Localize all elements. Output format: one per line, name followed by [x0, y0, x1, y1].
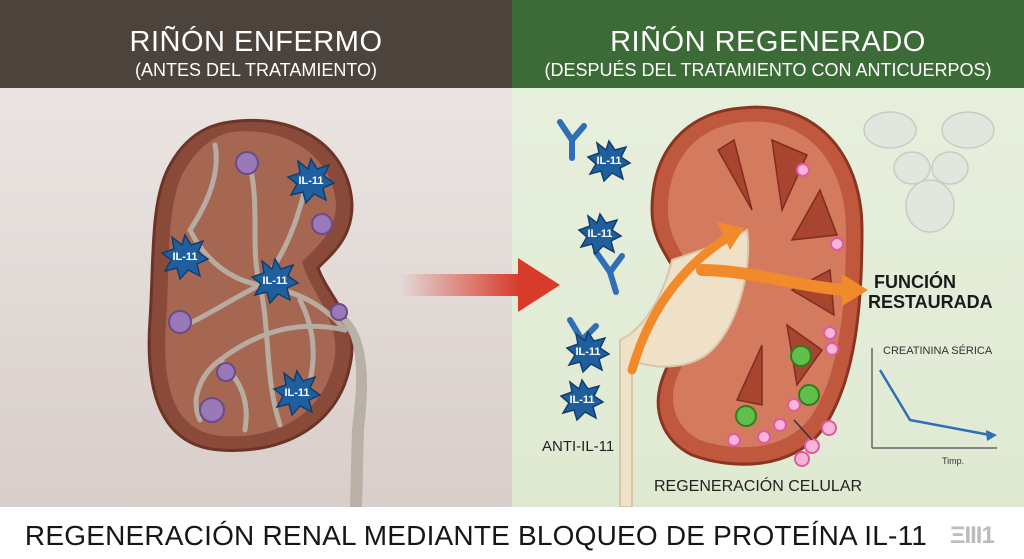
il11-label-left-2: IL-11: [172, 251, 198, 263]
left-header: RIÑÓN ENFERMO (ANTES DEL TRATAMIENTO): [0, 0, 512, 88]
il11-label-left-4: IL-11: [284, 387, 310, 399]
il11-label-left-1: IL-11: [298, 175, 324, 187]
right-header: RIÑÓN REGENERADO (DESPUÉS DEL TRATAMIENT…: [512, 0, 1024, 88]
right-title: RIÑÓN REGENERADO: [610, 26, 926, 58]
ureter: [340, 318, 367, 507]
stem-cells: [735, 345, 820, 427]
regeneration-label: REGENERACIÓN CELULAR: [654, 478, 863, 495]
diseased-kidney-panel: RIÑÓN ENFERMO (ANTES DEL TRATAMIENTO): [0, 0, 512, 507]
function-label-line1: FUNCIÓN: [874, 272, 956, 292]
left-subtitle: (ANTES DEL TRATAMIENTO): [134, 60, 378, 80]
flow-arrow-main: [696, 264, 858, 296]
creatinine-line: [878, 369, 991, 437]
function-label-line2: RESTAURADA: [868, 292, 993, 312]
left-title: RIÑÓN ENFERMO: [129, 26, 383, 58]
flow-arrow-head: [842, 274, 868, 306]
footer-banner: REGENERACIÓN RENAL MEDIANTE BLOQUEO DE P…: [0, 507, 1024, 559]
footer-title: REGENERACIÓN RENAL MEDIANTE BLOQUEO DE P…: [24, 520, 928, 551]
flow-arrow-up: [627, 233, 732, 375]
graph-title: CREATININA SÉRICA: [883, 345, 993, 357]
regenerated-kidney-illustration: [557, 105, 997, 507]
il11-label-right-2: IL-11: [587, 228, 613, 240]
regenerating-cells: [727, 163, 844, 467]
footer-watermark: ΞΙΙΙ1: [950, 522, 995, 549]
il11-label-left-3: IL-11: [262, 275, 288, 287]
regenerated-kidney-panel: RIÑÓN REGENERADO (DESPUÉS DEL TRATAMIENT…: [512, 0, 1024, 507]
left-badges-layer: [161, 158, 335, 416]
il11-label-right-3: IL-11: [575, 346, 601, 358]
graph-xlabel: Timp.: [942, 456, 965, 466]
creatinine-graph: [871, 348, 997, 449]
anti-il11-label: ANTI-IL-11: [542, 438, 615, 455]
right-badges-layer: [560, 140, 631, 421]
il11-label-right-4: IL-11: [569, 394, 595, 406]
cell-arrow: [793, 419, 813, 441]
antibody-structure: [863, 111, 995, 233]
right-subtitle: (DESPUÉS DEL TRATAMIENTO CON ANTICUERPOS…: [544, 60, 992, 80]
il11-label-right-1: IL-11: [596, 155, 622, 167]
damaged-cells: [168, 151, 348, 423]
